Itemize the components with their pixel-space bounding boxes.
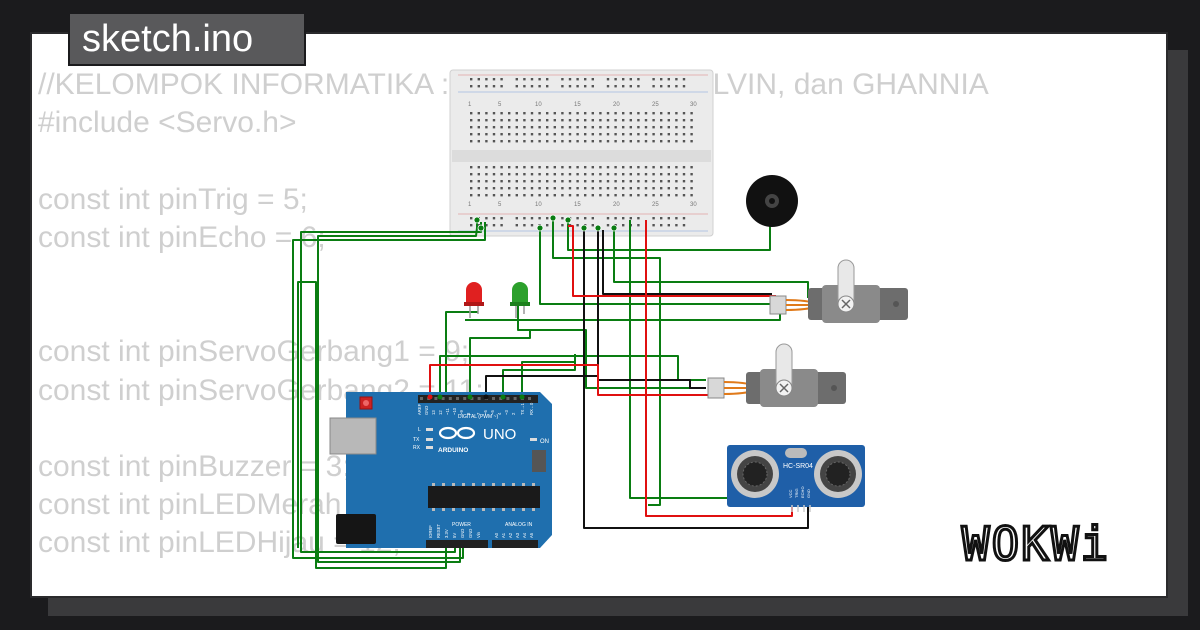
buzzer[interactable] bbox=[746, 175, 798, 227]
bb-col-20b: 20 bbox=[613, 202, 620, 208]
arduino-logo-icon bbox=[438, 426, 476, 440]
pin-13: 13 bbox=[431, 410, 436, 415]
file-title: sketch.ino bbox=[68, 12, 306, 66]
pin-a0: A0 bbox=[494, 532, 499, 538]
wires bbox=[292, 219, 809, 569]
pin-0: RX←0 bbox=[529, 402, 534, 415]
pin-a5: A5 bbox=[529, 532, 534, 538]
arduino-brand: ARDUINO bbox=[438, 447, 468, 454]
code-line: const int pinServoGerbang1 = 9; bbox=[38, 335, 470, 369]
ultrasonic-sensor[interactable]: HC-SR04 VCC TRIG ECHO GND bbox=[727, 445, 865, 512]
pin-5v: 5V bbox=[452, 533, 457, 538]
sensor-pin-echo: ECHO bbox=[800, 486, 805, 498]
bb-col-25: 25 bbox=[652, 102, 659, 108]
l-label: L bbox=[418, 427, 421, 433]
led-green[interactable] bbox=[510, 282, 530, 318]
tx-label: TX bbox=[413, 437, 420, 443]
rx-label: RX bbox=[413, 445, 421, 451]
pin-a2: A2 bbox=[508, 532, 513, 538]
bb-col-5: 5 bbox=[498, 102, 502, 108]
pin-7: 7 bbox=[476, 412, 481, 415]
pin-gnd: GND bbox=[424, 406, 429, 415]
bb-col-20: 20 bbox=[613, 102, 620, 108]
pin-a3: A3 bbox=[515, 532, 520, 538]
logo-text: WOKWi bbox=[962, 517, 1110, 571]
bb-col-1b: 1 bbox=[468, 202, 472, 208]
bb-col-15b: 15 bbox=[574, 202, 581, 208]
code-line: const int pinTrig = 5; bbox=[38, 182, 308, 216]
arduino-uno[interactable]: UNO ARDUINO DIGITAL (PWM ~) POWER ANALOG… bbox=[329, 392, 552, 548]
pin-reset: RESET bbox=[436, 524, 441, 538]
arduino-model: UNO bbox=[483, 426, 516, 443]
pin-aref: AREF bbox=[417, 403, 422, 415]
bb-col-30b: 30 bbox=[690, 202, 697, 208]
power-label: POWER bbox=[452, 522, 471, 528]
analog-label: ANALOG IN bbox=[505, 522, 533, 528]
bb-col-1: 1 bbox=[468, 102, 472, 108]
digital-label: DIGITAL (PWM ~) bbox=[458, 414, 498, 420]
pin-10: ~10 bbox=[452, 407, 457, 415]
code-line: #include <Servo.h> bbox=[38, 106, 297, 140]
sensor-label: HC-SR04 bbox=[783, 463, 813, 470]
pin-vin: Vin bbox=[476, 531, 481, 538]
pin-3: ~3 bbox=[504, 410, 509, 415]
led-red[interactable] bbox=[464, 282, 484, 318]
on-label: ON bbox=[540, 439, 549, 445]
servo-2[interactable] bbox=[707, 343, 846, 407]
pin-12: 12 bbox=[438, 410, 443, 415]
pin-a1: A1 bbox=[501, 532, 506, 538]
bb-col-10b: 10 bbox=[535, 202, 542, 208]
wokwi-logo: WOKWi bbox=[960, 516, 1110, 573]
pin-8: 8 bbox=[466, 412, 471, 415]
bb-col-15: 15 bbox=[574, 102, 581, 108]
wire-endpoints bbox=[473, 214, 618, 232]
pin-6: ~6 bbox=[483, 410, 488, 415]
sensor-pin-trig: TRIG bbox=[794, 488, 799, 498]
bb-col-10: 10 bbox=[535, 102, 542, 108]
pin-a4: A4 bbox=[522, 532, 527, 538]
sensor-pin-gnd: GND bbox=[806, 489, 811, 498]
pin-4: 4 bbox=[497, 412, 502, 415]
code-line: const int pinEcho = 6; bbox=[38, 220, 326, 254]
pin-9: ~9 bbox=[459, 410, 464, 415]
pin-ioref: IOREF bbox=[428, 525, 433, 538]
bb-col-30: 30 bbox=[690, 102, 697, 108]
bb-col-25b: 25 bbox=[652, 202, 659, 208]
sensor-pin-vcc: VCC bbox=[788, 489, 793, 498]
breadboard[interactable]: 1 5 10 15 20 25 30 1 5 10 15 20 25 30 bbox=[449, 69, 714, 237]
pin-2: 2 bbox=[511, 412, 516, 415]
pin-3v3: 3.3V bbox=[444, 529, 449, 538]
pin-gnd-1: GND bbox=[460, 529, 465, 538]
arduino-wire-ends bbox=[427, 394, 525, 400]
pin-5: ~5 bbox=[490, 410, 495, 415]
servo-1[interactable] bbox=[769, 259, 908, 323]
pin-1: TX→1 bbox=[520, 402, 525, 415]
pin-11: ~11 bbox=[445, 408, 450, 415]
pin-gnd-2: GND bbox=[468, 529, 473, 538]
code-line: const int pinBuzzer = 3; bbox=[38, 449, 351, 483]
bb-col-5b: 5 bbox=[498, 202, 502, 208]
